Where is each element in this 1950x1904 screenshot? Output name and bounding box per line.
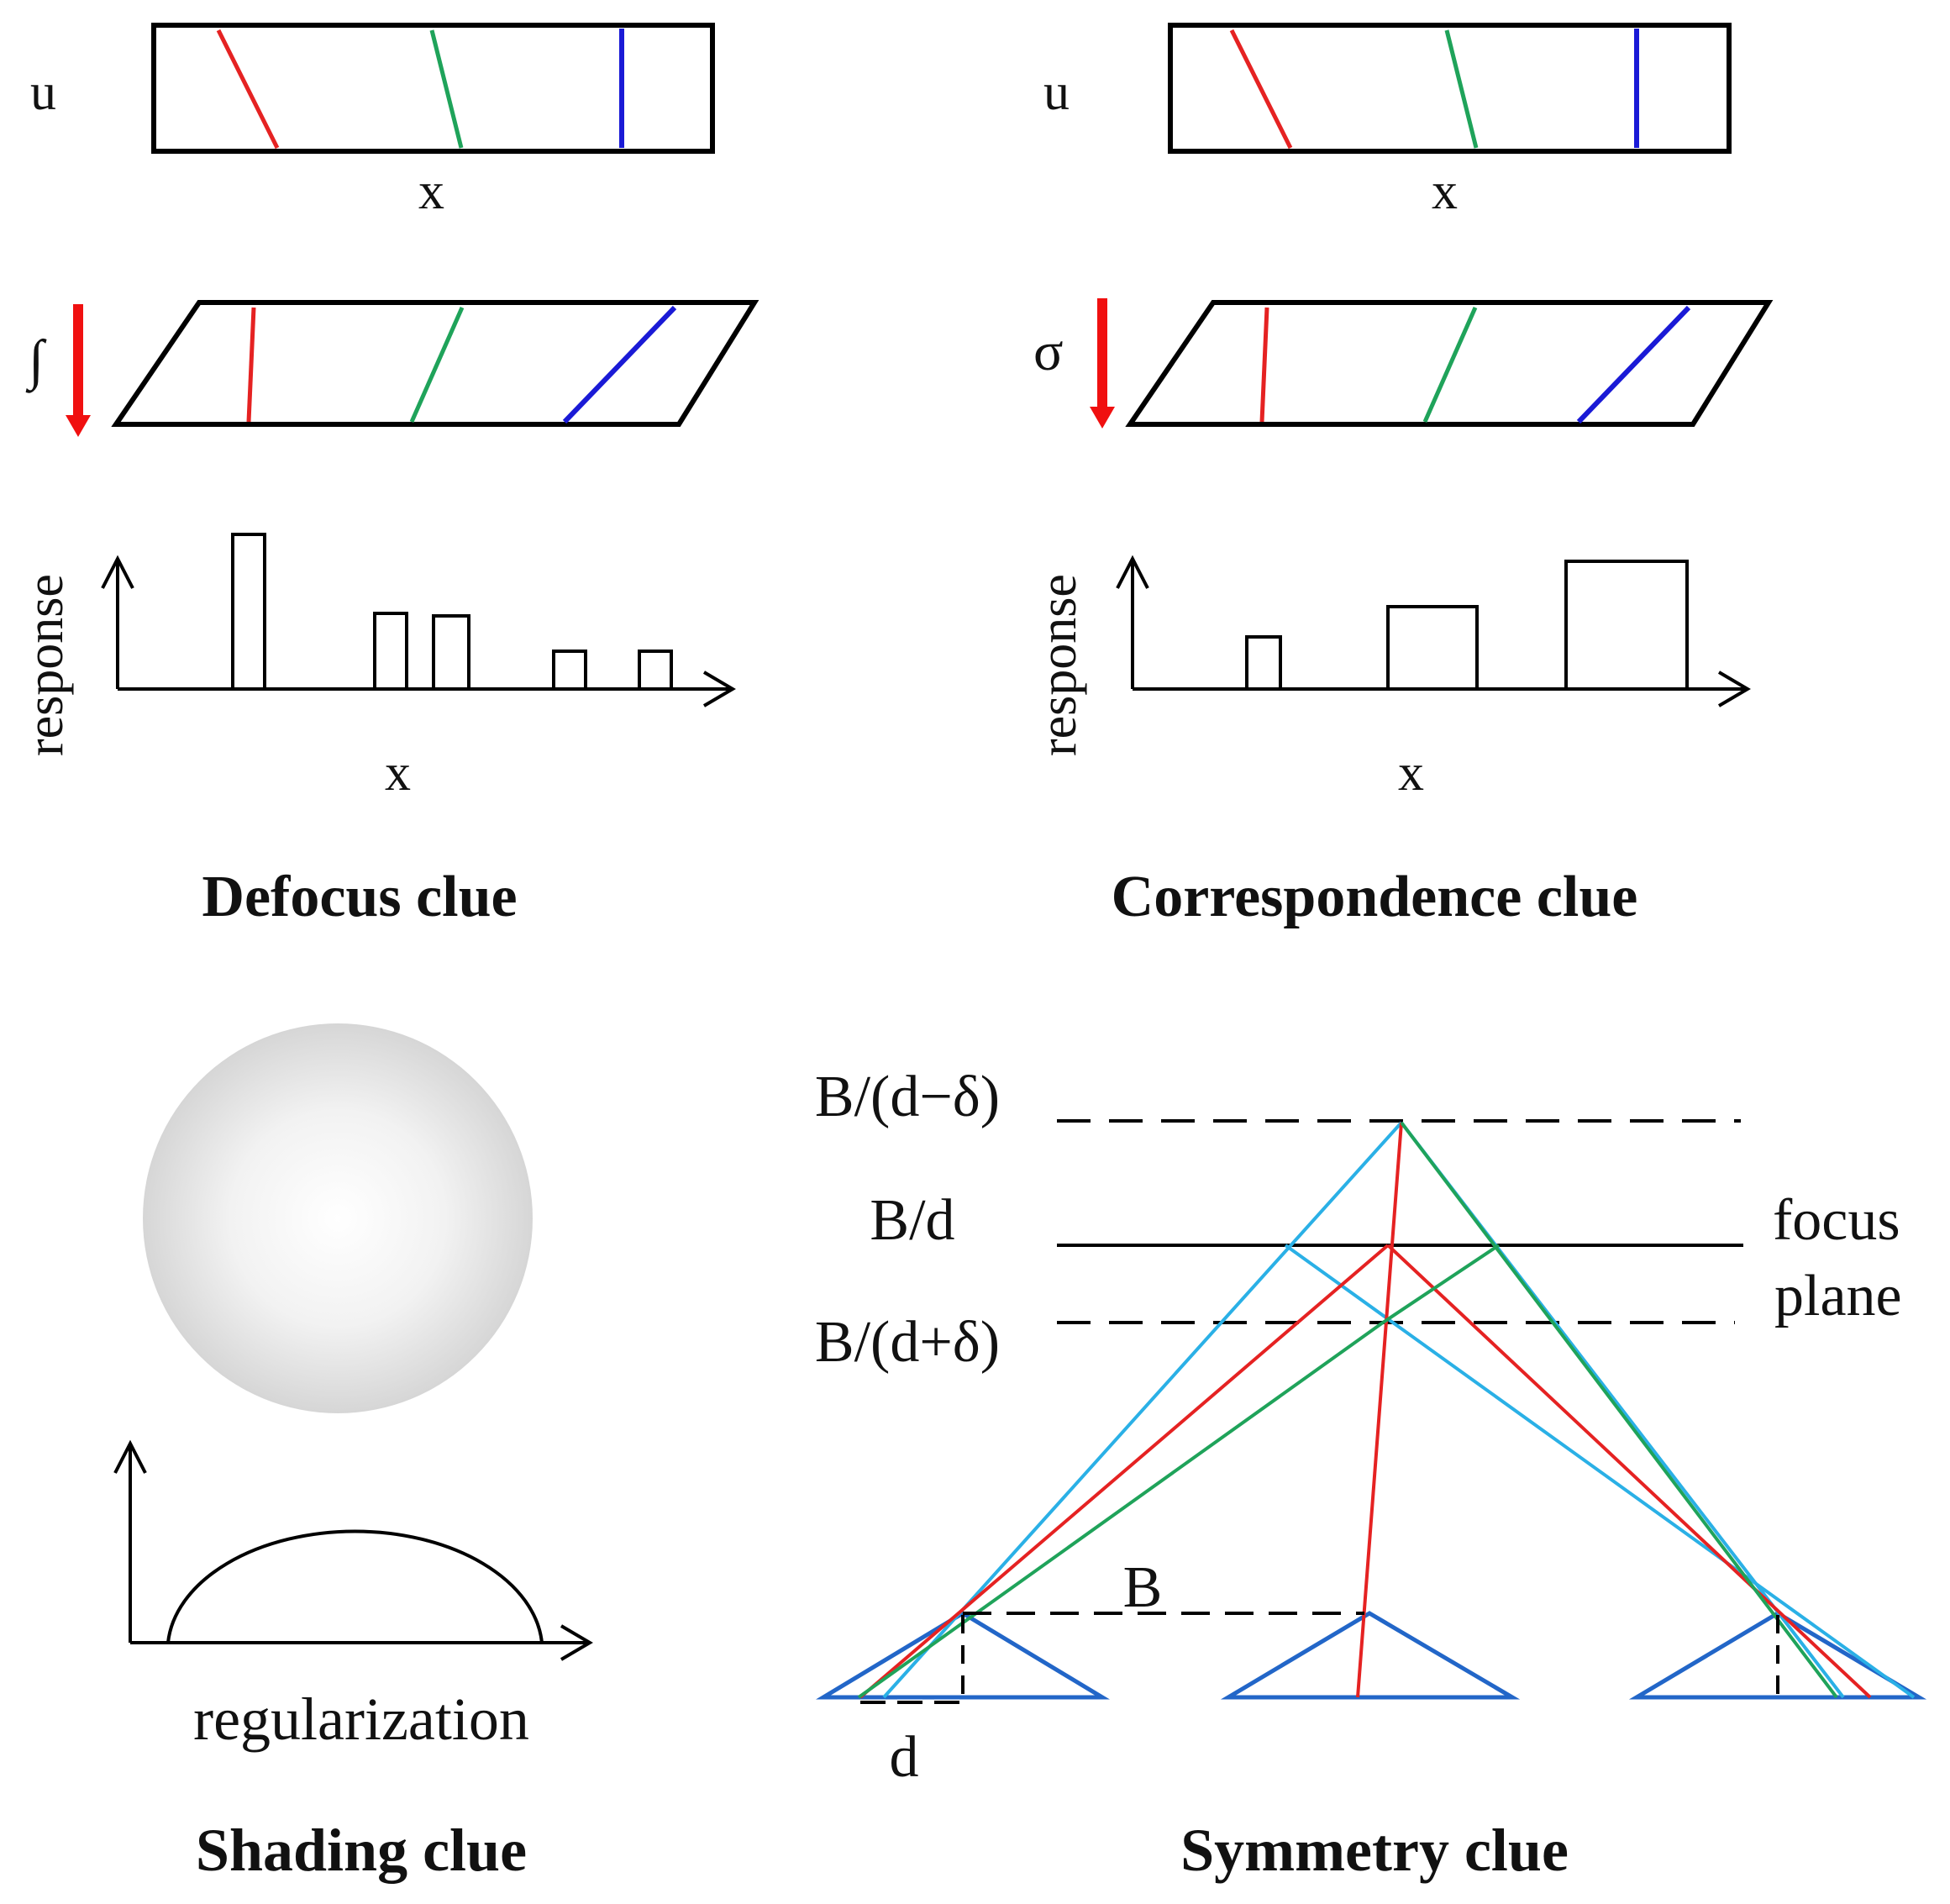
correspondence-title: Correspondence clue xyxy=(1112,865,1638,929)
correspondence-arrow-icon xyxy=(1090,298,1115,429)
baseline-label: B xyxy=(1123,1555,1163,1620)
defocus-x-label-bottom: x xyxy=(385,744,411,802)
plane-word: plane xyxy=(1774,1264,1902,1328)
defocus-bar-1 xyxy=(231,533,266,691)
offset-label: d xyxy=(890,1725,919,1790)
camera-triangles xyxy=(816,1611,1927,1700)
correspondence-response-bars xyxy=(1245,560,1689,691)
defocus-bar-4 xyxy=(552,650,587,691)
correspondence-panel: u x σ response x Correspondence clue xyxy=(1030,23,1774,929)
shaded-sphere xyxy=(143,1023,533,1413)
symmetry-title: Symmetry clue xyxy=(1180,1817,1569,1884)
correspondence-red-line xyxy=(1229,29,1293,150)
defocus-green-line xyxy=(429,29,464,149)
defocus-bar-2 xyxy=(373,612,408,691)
correspondence-sheared-parallelogram xyxy=(1125,300,1774,427)
defocus-response-bars xyxy=(231,533,673,691)
defocus-sheared-parallelogram xyxy=(111,300,760,427)
defocus-panel: u x ∫ response x Defocus clue xyxy=(17,23,760,929)
correspondence-green-line xyxy=(1444,29,1479,149)
defocus-u-label: u xyxy=(30,64,56,121)
sigma-symbol: σ xyxy=(1033,321,1064,382)
green-rays xyxy=(857,1121,1838,1699)
lower-plane-label: B/(d+δ) xyxy=(815,1310,1000,1375)
focus-plane-label: B/d xyxy=(870,1188,954,1253)
defocus-sheared-red-line xyxy=(246,307,256,423)
correspondence-sheared-red-line xyxy=(1259,307,1269,423)
correspondence-epi-rectangle xyxy=(1168,23,1732,154)
defocus-x-label-top: x xyxy=(418,163,444,220)
defocus-sheared-blue-line xyxy=(562,305,677,424)
correspondence-x-label-bottom: x xyxy=(1398,744,1424,802)
correspondence-bar-2 xyxy=(1386,605,1479,691)
symmetry-panel: B/(d−δ) B/d B/(d+δ) focus plane xyxy=(815,1065,1927,1884)
cyan-rays xyxy=(882,1121,1916,1699)
shading-axes xyxy=(113,1439,593,1661)
defocus-y-label: response xyxy=(17,574,74,756)
shading-panel: regularization Shading clue xyxy=(113,1023,593,1884)
correspondence-axes xyxy=(1116,555,1751,707)
left-camera-triangle xyxy=(816,1611,1110,1700)
correspondence-sheared-green-line xyxy=(1422,306,1478,423)
upper-plane-label: B/(d−δ) xyxy=(815,1065,1000,1129)
defocus-bar-5 xyxy=(638,650,673,691)
integral-symbol: ∫ xyxy=(25,329,47,393)
shading-x-label: regularization xyxy=(193,1686,529,1753)
defocus-title: Defocus clue xyxy=(202,865,517,929)
defocus-sheared-green-line xyxy=(409,306,465,423)
correspondence-bar-3 xyxy=(1564,560,1689,691)
correspondence-u-label: u xyxy=(1043,64,1070,121)
correspondence-y-label: response xyxy=(1030,574,1087,756)
red-rays xyxy=(859,1122,1872,1699)
defocus-axes xyxy=(101,555,736,707)
defocus-bar-3 xyxy=(432,614,470,691)
shading-title: Shading clue xyxy=(196,1817,527,1884)
defocus-arrow-icon xyxy=(66,304,91,437)
defocus-epi-rectangle xyxy=(151,23,715,154)
focus-word: focus xyxy=(1773,1188,1900,1253)
right-camera-triangle xyxy=(1628,1611,1927,1700)
defocus-red-line xyxy=(216,29,280,150)
center-camera-triangle xyxy=(1220,1611,1521,1700)
correspondence-sheared-blue-line xyxy=(1576,305,1691,424)
correspondence-bar-1 xyxy=(1245,635,1282,691)
correspondence-x-label-top: x xyxy=(1432,163,1458,220)
regularization-curve xyxy=(166,1529,544,1644)
